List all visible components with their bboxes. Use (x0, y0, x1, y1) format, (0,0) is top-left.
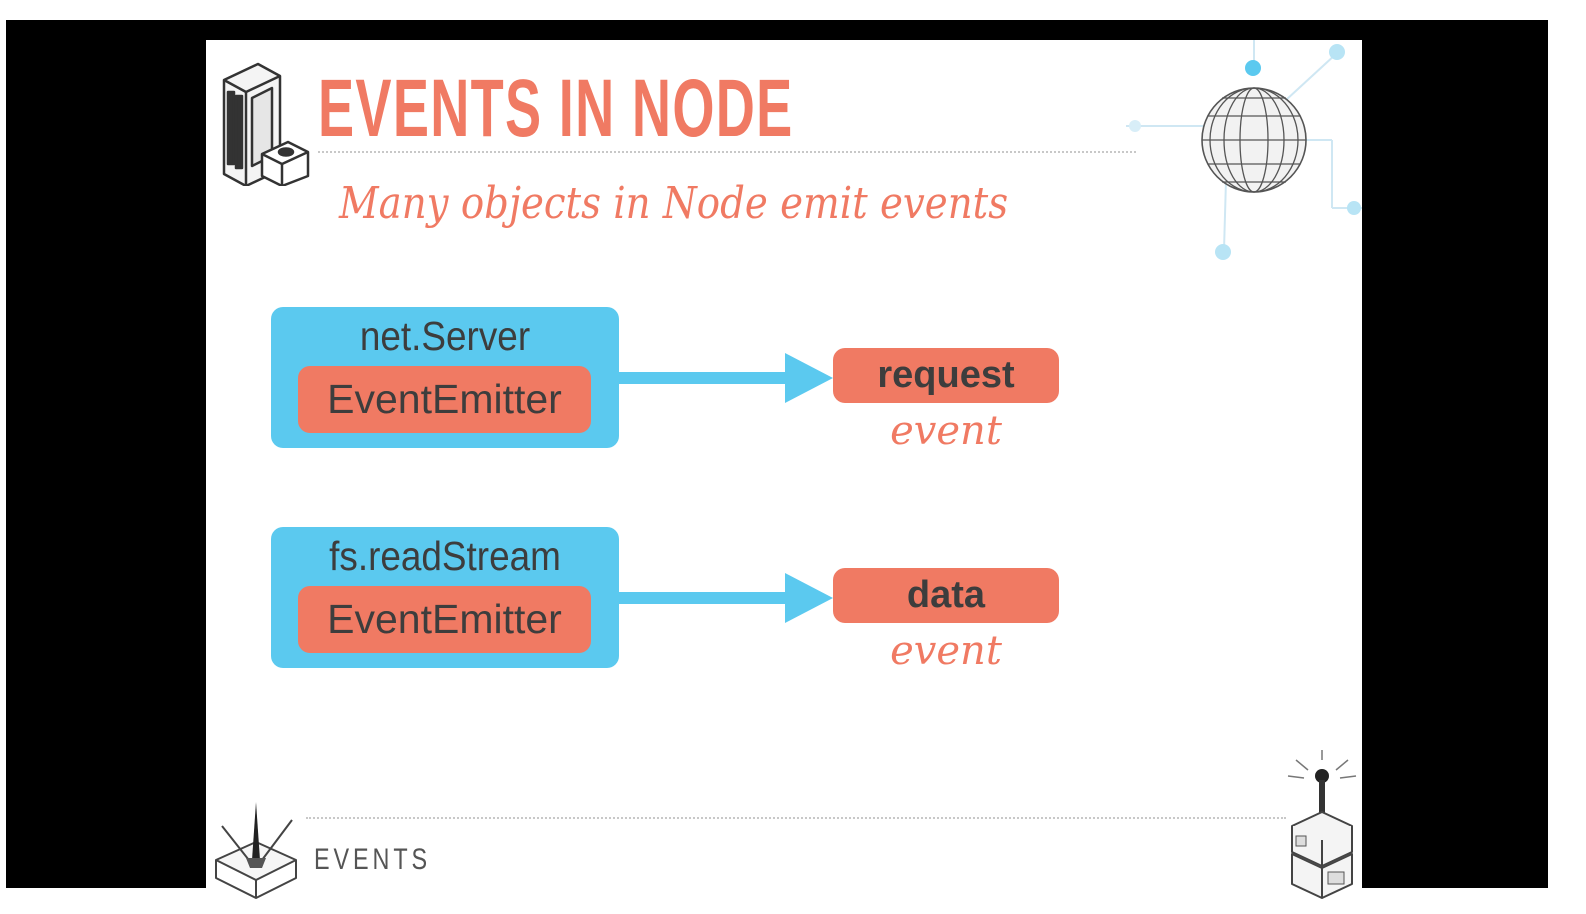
event-name-pill: data (833, 568, 1059, 623)
footer-divider (306, 817, 1286, 819)
event-emitter-label: EventEmitter (298, 586, 591, 653)
arrow-right-icon (619, 353, 833, 403)
object-label: net.Server (359, 313, 531, 359)
object-label: fs.readStream (329, 533, 561, 579)
title-divider (318, 151, 1136, 153)
net-server-box: net.Server EventEmitter (271, 307, 619, 448)
robot-antenna-icon (1287, 750, 1357, 899)
event-caption: event (890, 628, 1002, 674)
video-frame: EVENTS IN NODE Many objects in Node emit… (6, 20, 1548, 908)
slide-title: EVENTS IN NODE (318, 63, 794, 154)
footer-label: EVENTS (314, 843, 432, 876)
fs-readstream-box: fs.readStream EventEmitter (271, 527, 619, 668)
arrow-right-icon (619, 573, 833, 623)
globe-network-icon (1126, 40, 1362, 260)
server-rack-icon (222, 62, 310, 186)
toolbox-icon (215, 802, 297, 899)
event-name-pill: request (833, 348, 1059, 403)
slide: EVENTS IN NODE Many objects in Node emit… (206, 40, 1362, 908)
event-caption: event (890, 408, 1002, 454)
event-emitter-label: EventEmitter (298, 366, 591, 433)
slide-subtitle: Many objects in Node emit events (339, 178, 1009, 229)
